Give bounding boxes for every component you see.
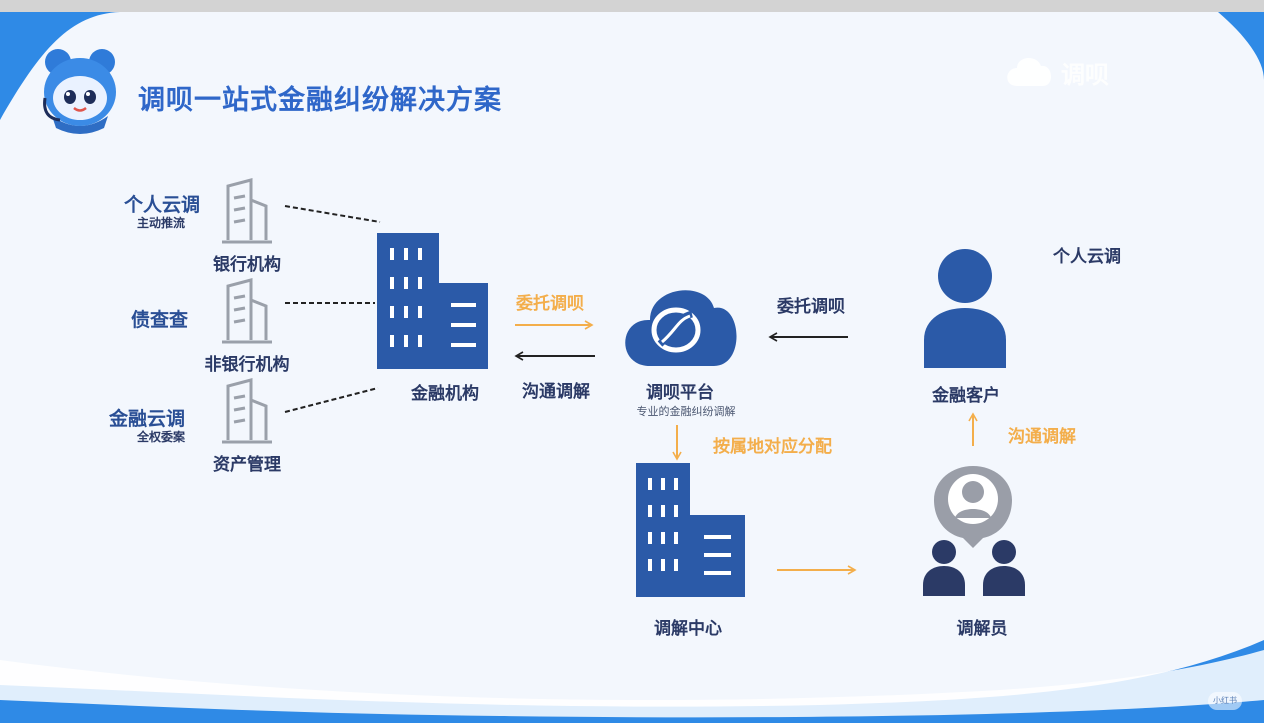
- left-item-name-1: 债查查: [130, 309, 188, 331]
- dash-asset: [284, 387, 379, 413]
- page-title: 调呗一站式金融纠纷解决方案: [138, 85, 502, 116]
- left-item-sub-0: 主动推流: [136, 216, 185, 230]
- left-item-name-0: 个人云调: [123, 194, 200, 216]
- client-tag-label: 个人云调: [1053, 247, 1121, 267]
- building-label-1: 非银行机构: [204, 355, 290, 375]
- mediation-center-label: 调解中心: [654, 619, 722, 639]
- mediator-icon: [923, 466, 1025, 596]
- client-label: 金融客户: [932, 386, 1000, 406]
- nonbank-building-icon: [222, 278, 272, 344]
- mascot-icon: [43, 49, 116, 134]
- financial-institution-label: 金融机构: [411, 384, 479, 404]
- edge-label-entrust-right: 委托调呗: [777, 297, 845, 317]
- left-item-sub-2: 全权委案: [136, 430, 185, 444]
- client-person-icon: [924, 249, 1006, 368]
- watermark-logo: 调呗: [1003, 52, 1193, 94]
- dash-bank: [284, 205, 381, 223]
- asset-building-icon: [222, 378, 272, 444]
- platform-sub-label: 专业的金融纠纷调解: [636, 405, 736, 418]
- edge-label-communicate-right: 沟通调解: [1008, 427, 1076, 447]
- mediation-center-building-icon: [636, 463, 745, 597]
- platform-cloud-icon: [625, 290, 737, 366]
- left-item-name-2: 金融云调: [108, 408, 185, 430]
- bank-building-icon: [222, 178, 272, 244]
- cloud-logo-icon: [1007, 57, 1052, 86]
- edge-label-communicate-left: 沟通调解: [522, 382, 590, 402]
- watermark-text: 调呗: [1061, 61, 1109, 89]
- platform-label: 调呗平台: [646, 383, 714, 403]
- edge-label-entrust-left: 委托调呗: [516, 294, 584, 314]
- edge-label-assign: 按属地对应分配: [713, 437, 832, 457]
- white-wave: [0, 650, 1264, 718]
- building-label-0: 银行机构: [213, 255, 281, 275]
- top-bar: [0, 0, 1264, 12]
- building-label-2: 资产管理: [213, 455, 281, 475]
- mediator-label: 调解员: [956, 619, 1008, 639]
- platform-badge: 小红书: [1208, 692, 1242, 710]
- financial-institution-building-icon: [377, 233, 488, 369]
